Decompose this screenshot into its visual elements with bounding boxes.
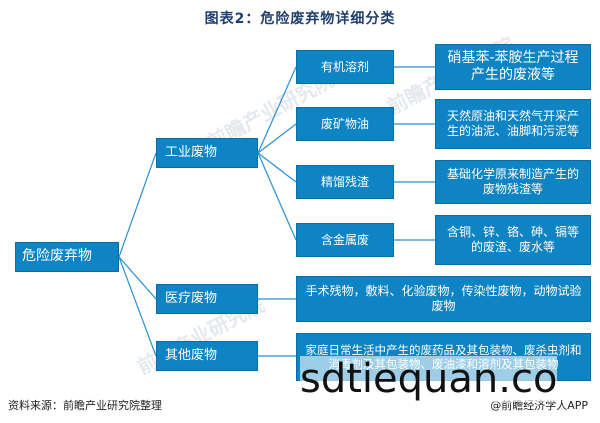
category-industrial-waste: 工业废物: [156, 138, 258, 168]
detail-organic-solvent: 硝基苯-苯胺生产过程产生的废液等: [435, 44, 591, 90]
detail-waste-mineral-oil: 天然原油和天然气开采产生的油泥、油脚和污泥等: [435, 99, 591, 149]
category-other-waste: 其他废物: [156, 341, 258, 371]
detail-metal-waste: 含铜、锌、铬、砷、镉等的废渣、废水等: [435, 215, 591, 265]
subcategory-metal-waste: 含金属废: [296, 223, 394, 257]
link-industrial-solvent: [257, 66, 297, 154]
chart-title: 图表2：危险废弃物详细分类: [204, 11, 396, 27]
subcategory-organic-solvent: 有机溶剂: [296, 50, 394, 84]
link-industrial-oil: [257, 123, 297, 154]
category-medical-waste: 医疗废物: [156, 284, 258, 314]
root-node: 危险废弃物: [15, 242, 119, 272]
link-root-other: [118, 256, 157, 357]
source-note: 资料来源：前瞻产业研究院整理: [8, 399, 162, 412]
link-industrial-residue: [257, 152, 297, 183]
detail-medical-waste: 手术残物，敷料、化验废物，传染性废物，动物试验废物: [296, 276, 591, 322]
link-industrial-metal: [257, 152, 297, 241]
link-root-industrial: [118, 152, 157, 258]
detail-distillation-residue: 基础化学原来制造产生的废物残渣等: [435, 160, 591, 204]
link-root-medical: [118, 256, 157, 300]
subcategory-distillation-residue: 精馏残渣: [296, 165, 394, 199]
overlay-watermark-text: sdtiequan.co: [300, 356, 558, 402]
brand-credit: @前瞻经济学人APP: [490, 399, 588, 412]
subcategory-waste-mineral-oil: 废矿物油: [296, 107, 394, 141]
